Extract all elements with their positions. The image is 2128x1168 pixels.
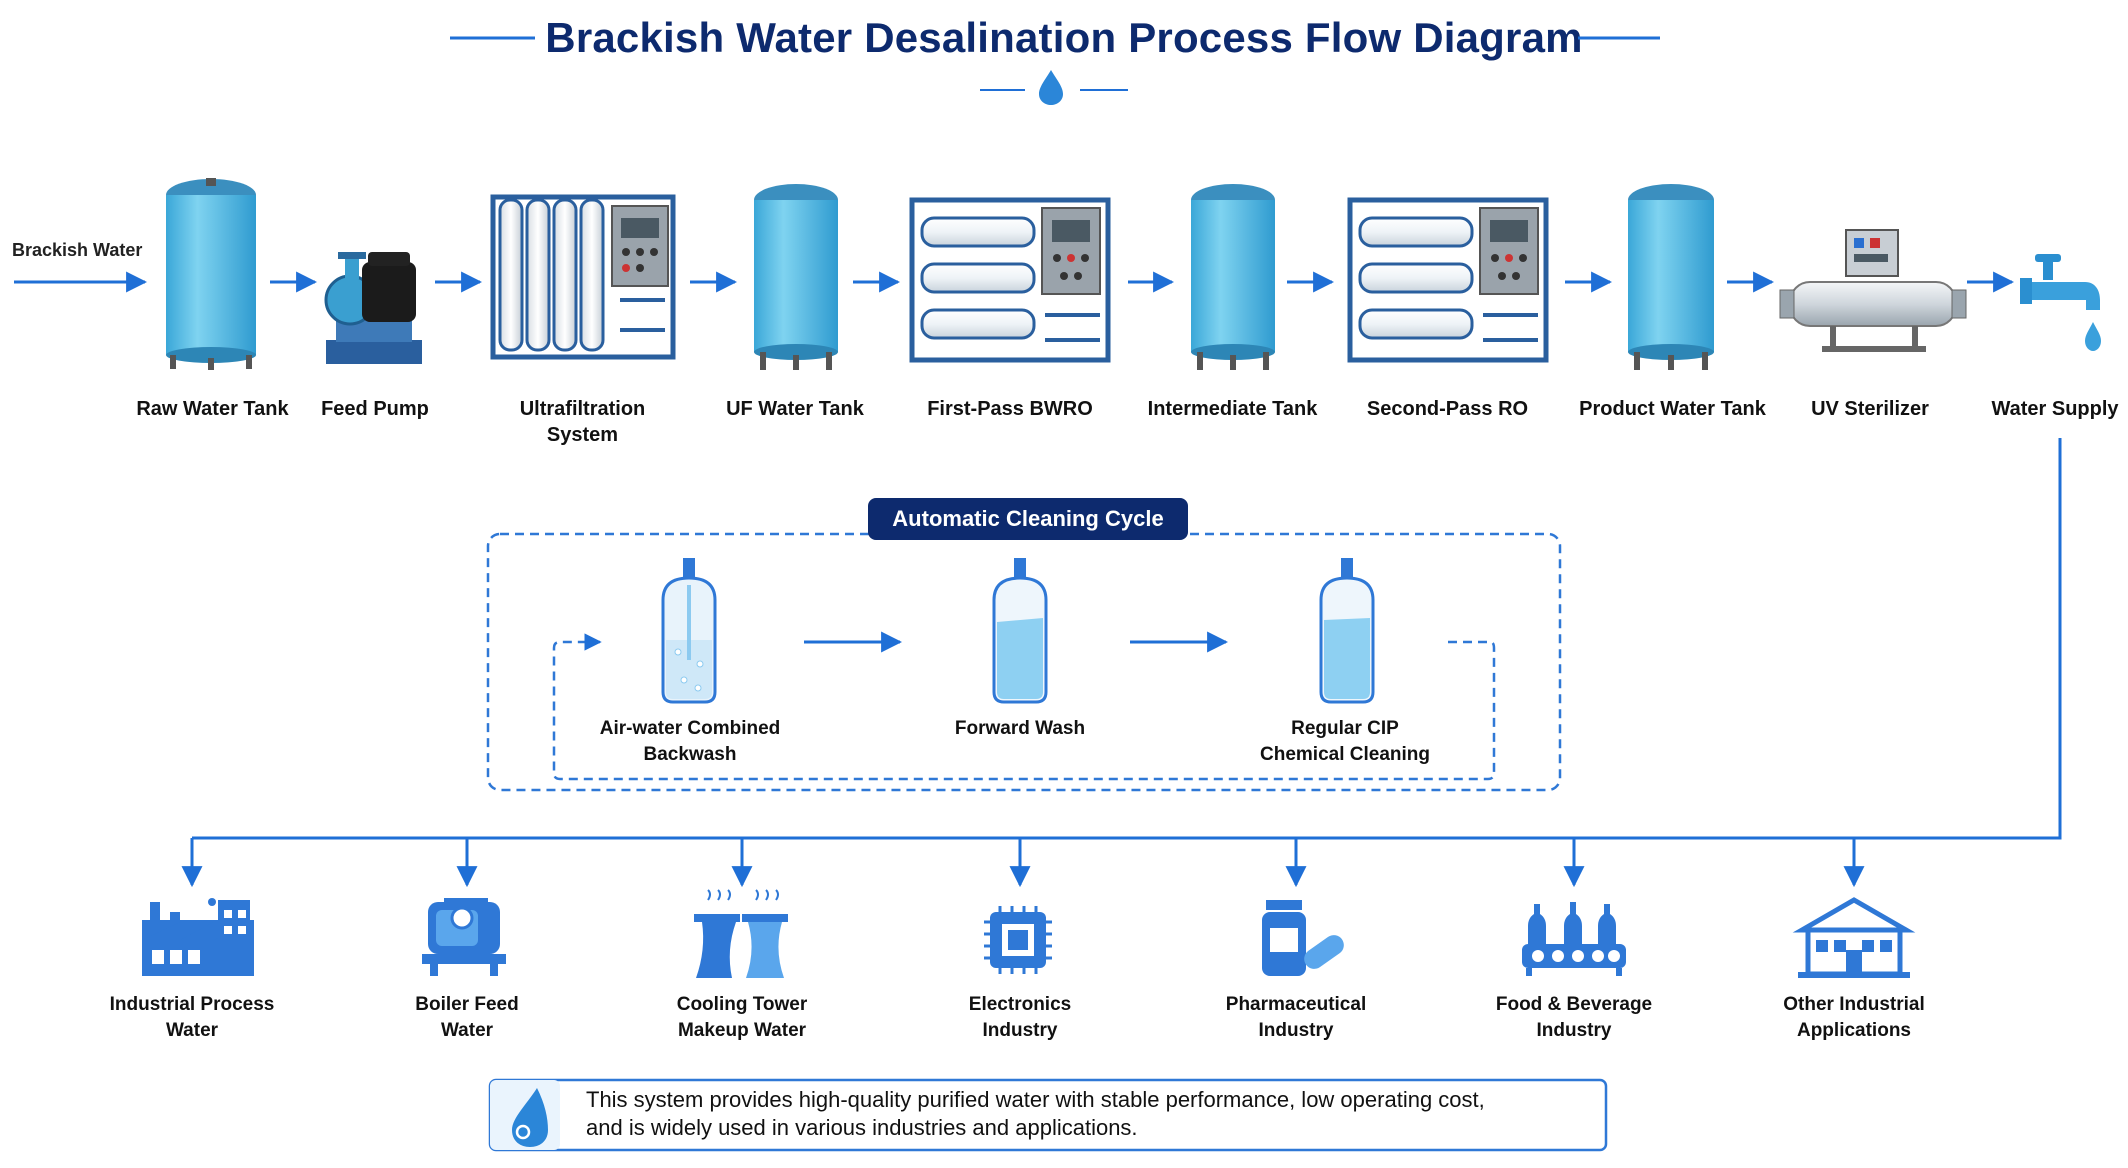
application-label: Boiler Feed (415, 994, 519, 1015)
cleaning-step-label: Backwash (643, 744, 737, 765)
application-other-industrial: Other Industrial Applications (1744, 992, 1964, 1044)
bottling-icon (1522, 902, 1626, 976)
application-label: Pharmaceutical (1225, 994, 1367, 1015)
application-electronics-industry: Electronics Industry (920, 992, 1120, 1044)
cleaning-step-cip: Regular CIP Chemical Cleaning (1225, 716, 1465, 768)
footer-note-line: and is widely used in various industries… (586, 1115, 1138, 1140)
application-pharmaceutical-industry: Pharmaceutical Industry (1196, 992, 1396, 1044)
process-label-product-water-tank: Product Water Tank (1579, 398, 1766, 420)
tank-icon (1191, 184, 1275, 370)
ro-rack-icon (1347, 197, 1549, 363)
application-label: Industrial Process (109, 994, 275, 1015)
cleaning-step-label: Chemical Cleaning (1260, 744, 1430, 765)
application-food-beverage-industry: Food & Beverage Industry (1474, 992, 1674, 1044)
footer-note: This system provides high-quality purifi… (586, 1086, 1596, 1142)
application-label: Applications (1796, 1020, 1911, 1041)
tank-icon (166, 178, 256, 370)
ro-rack-icon (909, 197, 1111, 363)
cip-vessel-icon (1319, 558, 1375, 704)
application-label: Industry (1258, 1020, 1334, 1041)
process-label-feed-pump: Feed Pump (321, 398, 429, 420)
faucet-icon (2020, 254, 2101, 351)
pump-icon (324, 252, 422, 364)
application-boiler-feed-water: Boiler Feed Water (367, 992, 567, 1044)
process-label-raw-water-tank: Raw Water Tank (136, 398, 289, 420)
distribution-lines (181, 438, 2062, 888)
chip-icon (984, 906, 1052, 974)
water-drop-icon (512, 1088, 548, 1147)
factory-icon (142, 898, 254, 976)
cleaning-cycle-title: Automatic Cleaning Cycle (868, 498, 1188, 540)
process-label-water-supply: Water Supply (1991, 398, 2119, 420)
pharma-icon (1262, 900, 1344, 976)
backwash-vessel-icon (661, 558, 717, 704)
input-label: Brackish Water (12, 240, 143, 260)
application-label: Cooling Tower (676, 994, 808, 1015)
application-label: Industry (982, 1020, 1058, 1041)
cooling-tower-icon (694, 889, 788, 978)
cleaning-step-label: Air-water Combined (599, 718, 781, 739)
application-industrial-process-water: Industrial Process Water (92, 992, 292, 1044)
process-label-first-pass-bwro: First-Pass BWRO (927, 398, 1093, 420)
title-decoration (450, 36, 1660, 105)
application-cooling-tower-makeup: Cooling Tower Makeup Water (642, 992, 842, 1044)
forward-wash-vessel-icon (992, 558, 1048, 704)
application-label: Makeup Water (677, 1020, 807, 1041)
cleaning-step-forward-wash: Forward Wash (900, 716, 1140, 742)
application-label: Electronics (968, 994, 1072, 1015)
application-label: Industry (1536, 1020, 1612, 1041)
cleaning-cycle-box (486, 532, 1562, 792)
membrane-rack-icon (490, 194, 676, 360)
footer-note-line: This system provides high-quality purifi… (586, 1087, 1485, 1112)
cleaning-step-backwash: Air-water Combined Backwash (570, 716, 810, 768)
uv-sterilizer-icon (1779, 229, 1967, 352)
application-label: Other Industrial (1783, 994, 1925, 1015)
application-label: Water (440, 1020, 494, 1041)
application-label: Water (165, 1020, 219, 1041)
boiler-icon (422, 898, 506, 976)
building-icon (1792, 897, 1916, 978)
application-label: Food & Beverage (1495, 994, 1653, 1015)
process-label-uf-water-tank: UF Water Tank (726, 398, 864, 420)
footer-box (488, 1078, 1608, 1152)
tank-icon (754, 184, 838, 370)
page-title: Brackish Water Desalination Process Flow… (545, 14, 1583, 61)
water-drop-icon (1039, 70, 1063, 105)
tank-icon (1628, 184, 1714, 370)
process-label-ultrafiltration-system: Ultrafiltration System (519, 398, 646, 446)
cleaning-step-label: Forward Wash (954, 718, 1086, 739)
process-label-second-pass-ro: Second-Pass RO (1366, 398, 1529, 420)
process-label-intermediate-tank: Intermediate Tank (1147, 398, 1318, 420)
cleaning-step-label: Regular CIP (1291, 718, 1399, 739)
process-label-uv-sterilizer: UV Sterilizer (1811, 398, 1929, 420)
